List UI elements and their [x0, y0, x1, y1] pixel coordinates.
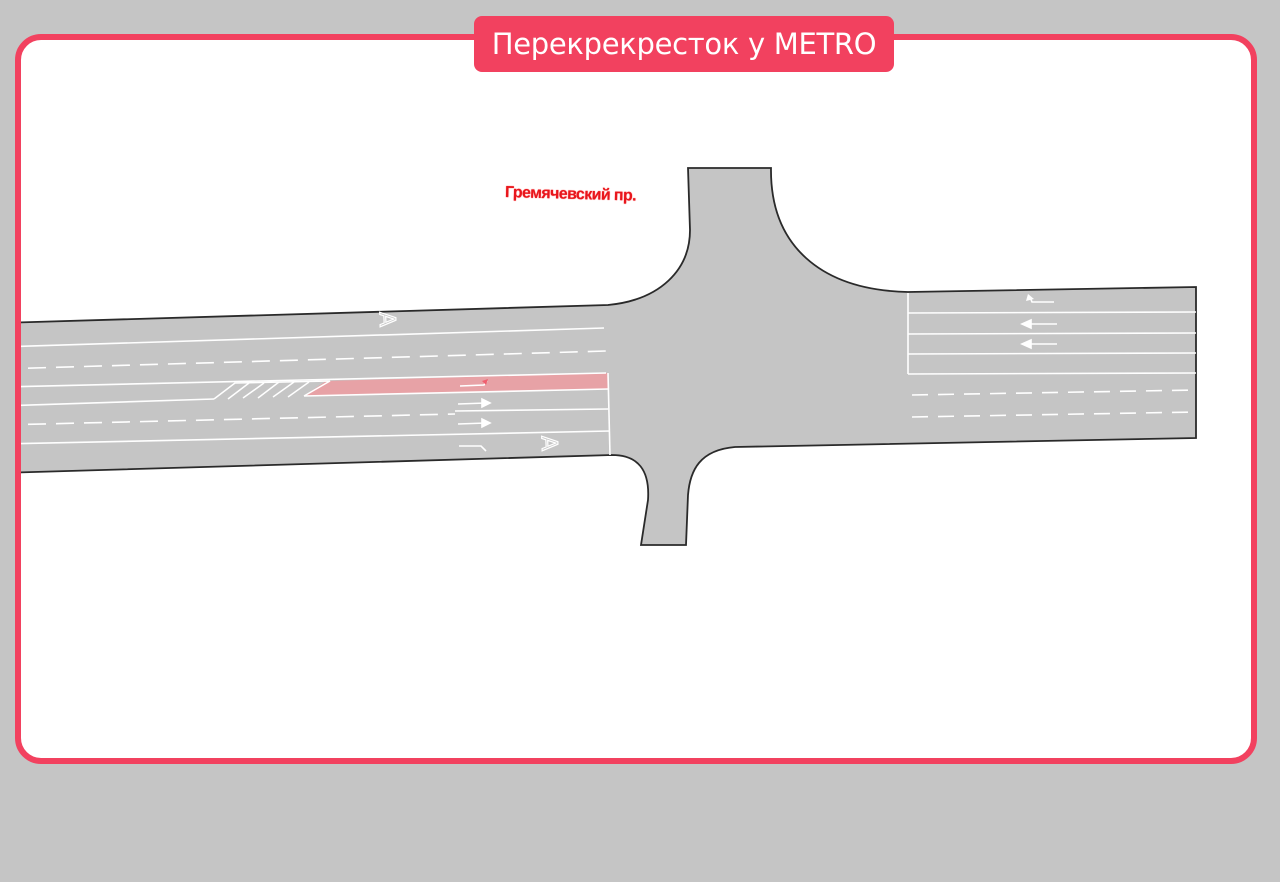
right-arm-dashed-lines — [911, 389, 1197, 418]
page-title: Перекрекресток у METRO — [474, 16, 894, 72]
right-arm-lanes — [907, 293, 1197, 375]
left-arm-solid-lines — [21, 327, 611, 456]
bus-lane-letter-a: А — [536, 435, 562, 451]
bus-lane-letter-a: А — [374, 311, 400, 327]
lane-arrow-icon — [1020, 318, 1057, 350]
street-label: Гремячевский пр. — [504, 184, 637, 205]
road-surface — [21, 167, 1197, 546]
lane-turn-arrow-icon — [1026, 294, 1034, 301]
left-arm-dashed-lines — [21, 350, 607, 426]
hatched-area — [213, 380, 331, 400]
lane-arrow-icon — [457, 397, 492, 429]
lane-turn-arrow-icon — [482, 379, 488, 385]
